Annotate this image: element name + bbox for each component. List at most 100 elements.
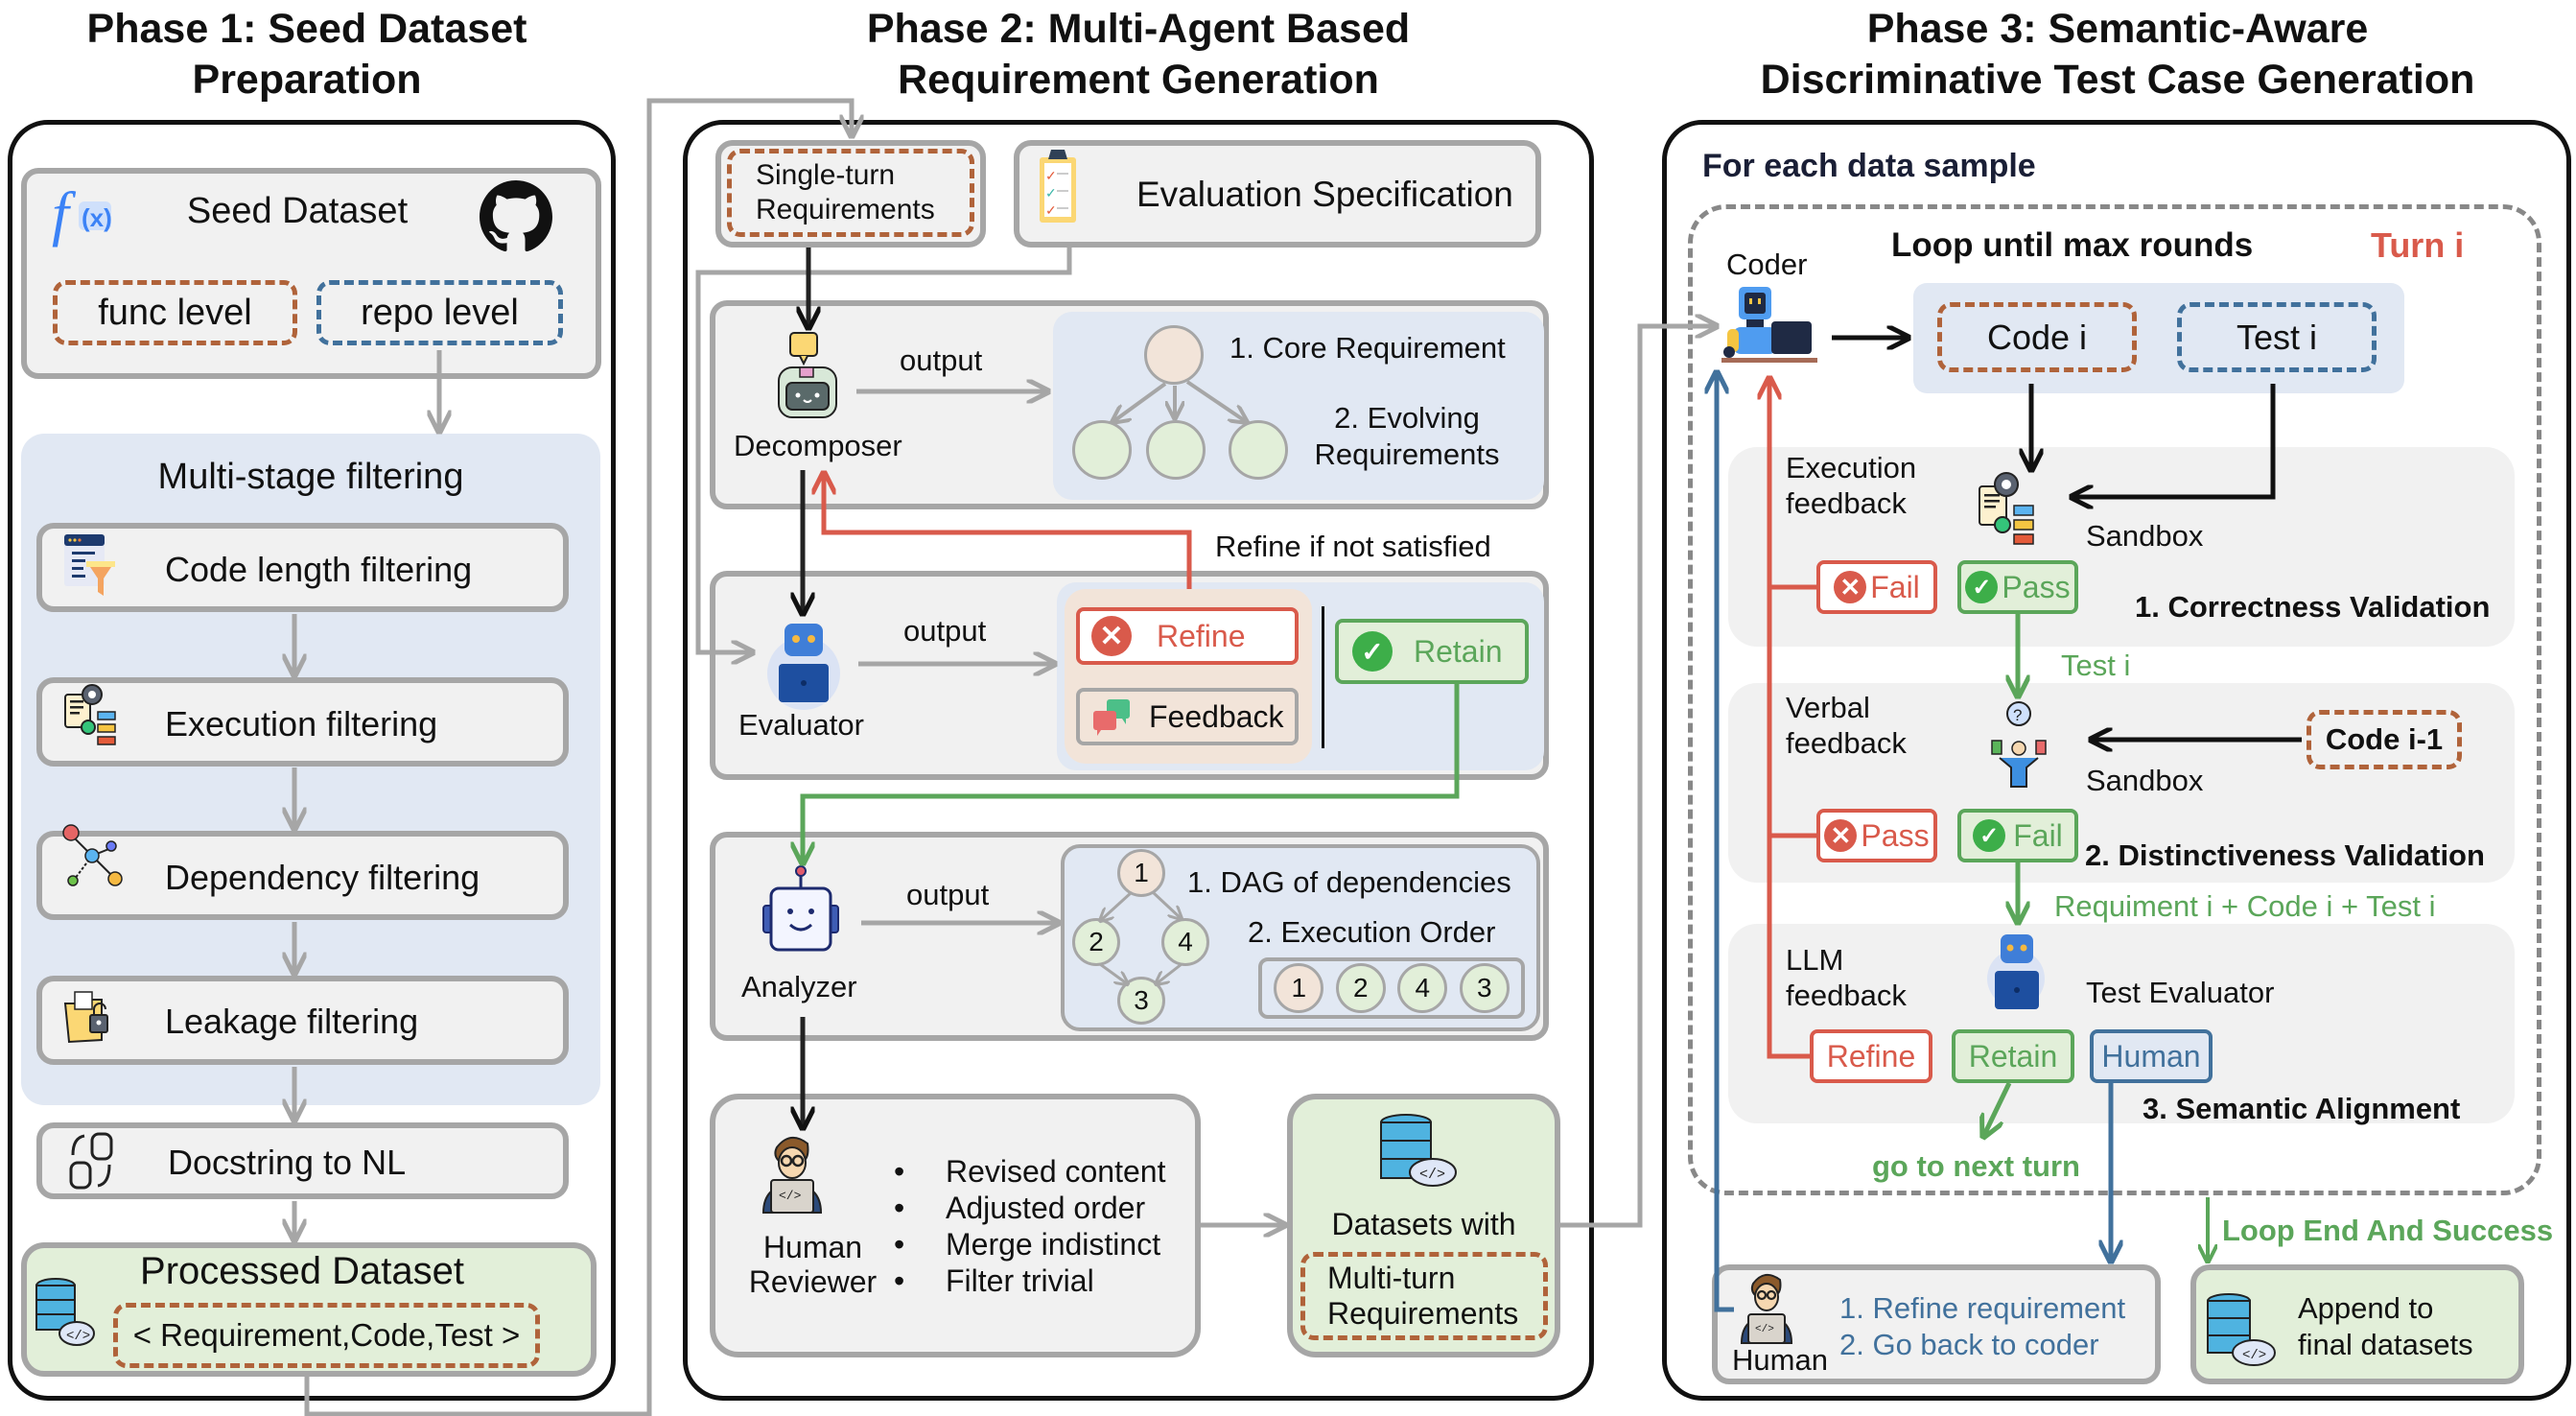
decomposer-label: Decomposer	[734, 429, 902, 462]
turn-output-panel	[1913, 283, 2404, 393]
human-reviewer-label-1: Human	[762, 1230, 863, 1264]
outcome-divider	[1322, 606, 1324, 748]
reviewer-bullet: •Filter trivial	[894, 1263, 1094, 1298]
sandbox-execution-icon	[1979, 472, 2034, 545]
evolving-requirement-node	[1229, 420, 1288, 480]
reviewer-bullet: •Revised content	[894, 1154, 1166, 1189]
prev-code-label: Code i-1	[2325, 722, 2444, 756]
order-node-label: 2	[1352, 973, 1369, 1003]
repo-level-label: repo level	[361, 293, 519, 333]
evolving-requirements-label-2: Requirements	[1314, 437, 1500, 471]
evolving-requirement-node	[1072, 420, 1132, 480]
fail-label: Fail	[2013, 817, 2063, 853]
datasets-with-label: Datasets with	[1331, 1207, 1516, 1241]
filter-step-label: Leakage filtering	[165, 1002, 419, 1041]
analyzer-robot-icon	[762, 865, 839, 952]
phase2-title-line2: Requirement Generation	[898, 57, 1379, 103]
verbal-feedback-label-2: feedback	[1786, 726, 1907, 760]
filter-step-label: Dependency filtering	[165, 858, 480, 897]
github-icon	[480, 180, 552, 252]
svg-text:✓: ✓	[1045, 168, 1057, 183]
convert-swap-icon	[69, 1132, 113, 1190]
evolving-requirement-node	[1146, 420, 1206, 480]
phase1-title-line1: Phase 1: Seed Dataset	[86, 6, 527, 52]
refine-outcome-label: Refine	[1157, 618, 1246, 653]
combined-edge-label: Requiment i + Code i + Test i	[2054, 889, 2436, 923]
evaluator-output-label: output	[903, 614, 987, 648]
evaluator-robot-icon	[767, 624, 840, 710]
svg-text:?: ?	[2013, 706, 2022, 724]
order-node: 4	[1397, 963, 1448, 1013]
dag-node: 4	[1161, 918, 1209, 966]
dag-node: 1	[1117, 849, 1165, 897]
execution-order-label: 2. Execution Order	[1248, 915, 1496, 949]
single-turn-label-2: Requirements	[756, 194, 935, 225]
execution-feedback-label-1: Execution	[1786, 451, 1917, 484]
dag-node: 2	[1072, 918, 1120, 966]
human-intervention-box	[1712, 1264, 2161, 1384]
test-evaluator-robot-icon	[1987, 934, 2045, 1009]
code-length-filter-icon	[64, 534, 115, 596]
phase1-title: Phase 1: Seed Dataset Preparation	[0, 4, 614, 106]
leakage-lock-folder-icon	[63, 991, 108, 1044]
human-box-label: Human	[1732, 1343, 1828, 1377]
append-label-2: final datasets	[2298, 1328, 2473, 1361]
prev-code-tag: Code i-1	[2307, 710, 2462, 769]
append-label-1: Append to	[2298, 1291, 2434, 1325]
decomposer-robot-icon	[778, 332, 837, 418]
reviewer-bullet: •Adjusted order	[894, 1191, 1146, 1225]
order-node: 3	[1459, 963, 1510, 1013]
human-step-2: 2. Go back to coder	[1839, 1328, 2099, 1361]
semantic-refine-outcome: Refine	[1810, 1029, 1932, 1083]
semantic-panel	[1728, 924, 2515, 1123]
sandbox-judge-icon: ?	[1991, 701, 2047, 788]
execution-feedback-label-2: feedback	[1786, 486, 1907, 520]
database-cloud-icon: </>	[35, 1278, 95, 1346]
coder-robot-icon	[1721, 287, 1817, 363]
distinct-pass-outcome: ✕Pass	[1816, 809, 1937, 862]
func-level-label: func level	[98, 293, 252, 333]
evaluation-spec-box	[1014, 140, 1541, 248]
checklist-clipboard-icon: ✓✓✓	[1040, 150, 1076, 223]
verbal-feedback-label-1: Verbal	[1786, 691, 1870, 724]
distinct-fail-outcome: ✓Fail	[1957, 809, 2078, 862]
decomposer-output-label: output	[900, 343, 983, 377]
feedback-chat-icon	[1093, 699, 1130, 736]
multi-turn-label-2: Requirements	[1327, 1296, 1519, 1331]
dag-label: 1. DAG of dependencies	[1187, 865, 1511, 899]
core-requirement-node	[1144, 325, 1204, 385]
dag-node-label: 1	[1134, 858, 1149, 887]
reviewer-bullet-text: Revised content	[946, 1154, 1166, 1189]
svg-text:</>: </>	[66, 1329, 90, 1344]
code-i-tag: Code i	[1937, 302, 2137, 372]
correctness-title: 1. Correctness Validation	[2135, 590, 2491, 624]
order-node-label: 3	[1476, 973, 1492, 1003]
svg-text:</>: </>	[1419, 1167, 1445, 1183]
coder-label: Coder	[1726, 248, 1808, 281]
feedback-outcome: Feedback	[1076, 688, 1299, 745]
execution-filter-icon	[64, 684, 116, 745]
reviewer-bullet: •Merge indistinct	[894, 1227, 1161, 1262]
phase3-title: Phase 3: Semantic-Aware Discriminative T…	[1662, 4, 2573, 106]
pass-label: Pass	[2002, 569, 2071, 604]
turn-label: Turn i	[2371, 225, 2465, 265]
filter-step-label: Execution filtering	[165, 704, 438, 743]
check-icon: ✓	[1973, 819, 2006, 852]
analyzer-output-label: output	[906, 878, 990, 911]
test-i-label: Test i	[2236, 317, 2318, 357]
refine-label: Refine	[1826, 1038, 1916, 1074]
human-icon: </>	[1740, 1273, 1793, 1344]
order-node: 2	[1335, 963, 1386, 1013]
fail-x-icon: ✕	[1834, 571, 1867, 603]
svg-text:</>: </>	[1755, 1324, 1774, 1335]
multi-turn-tag	[1300, 1252, 1548, 1340]
refine-outcome: ✕ Refine	[1076, 607, 1299, 665]
dag-node: 3	[1117, 977, 1165, 1025]
filter-step-label: Code length filtering	[165, 550, 473, 589]
dag-node-label: 3	[1134, 985, 1149, 1015]
svg-text:</>: </>	[2242, 1348, 2266, 1363]
multi-stage-filtering-title: Multi-stage filtering	[157, 457, 464, 497]
func-level-tag: func level	[53, 280, 297, 345]
human-step-1: 1. Refine requirement	[1839, 1291, 2126, 1325]
processed-dataset-title: Processed Dataset	[140, 1250, 464, 1292]
